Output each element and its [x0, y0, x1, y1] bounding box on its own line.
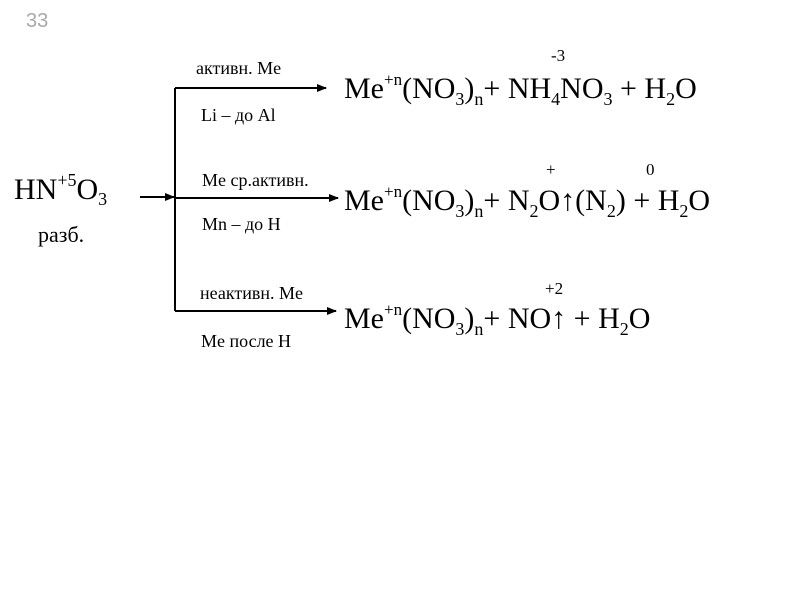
branch1-product-equation: Me+n(NO3)n+ NH4NO3 + H2O: [344, 70, 697, 109]
branch3-condition-bottom: Me после H: [201, 331, 292, 351]
branch3-product-equation: Me+n(NO3)n+ NO↑ + H2O: [344, 300, 651, 339]
branch2-oxidation-state-zero: 0: [646, 160, 655, 179]
branch2-product-equation: Me+n(NO3)n+ N2O↑(N2) + H2O: [344, 182, 711, 221]
reactant-dilute-label: разб.: [38, 222, 85, 247]
branch1-condition-top: активн. Me: [196, 58, 282, 78]
reactant-formula: HN+5O3: [14, 170, 108, 209]
branch3-oxidation-state: +2: [545, 279, 564, 298]
branch3-condition-top: неактивн. Me: [200, 283, 303, 303]
branch2-condition-bottom: Mn – до H: [202, 214, 281, 234]
branch1-condition-bottom: Li – до Al: [201, 105, 276, 125]
branch1-oxidation-state: -3: [551, 46, 566, 65]
branch2-oxidation-state: +: [546, 160, 556, 179]
slide-number: 33: [26, 10, 49, 32]
branch2-condition-top: Me ср.активн.: [202, 170, 309, 190]
